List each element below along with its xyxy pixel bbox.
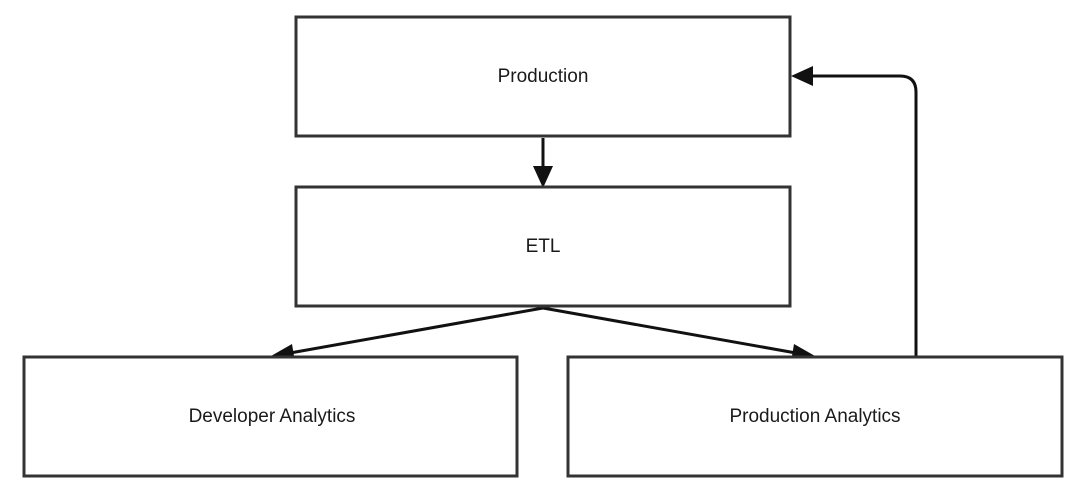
- node-production-analytics-label: Production Analytics: [729, 406, 900, 427]
- node-developer-analytics: Developer Analytics: [22, 355, 519, 478]
- arrowhead-icon: [791, 66, 813, 86]
- node-etl: ETL: [294, 185, 792, 308]
- node-etl-label: ETL: [526, 236, 561, 257]
- edge-etl-to-production-analytics: [542, 306, 815, 362]
- arrowhead-icon: [533, 166, 553, 188]
- node-production: Production: [294, 15, 792, 138]
- edge-etl-to-developer-analytics: [271, 306, 544, 362]
- edge-production-to-etl: [533, 138, 553, 188]
- edge-production-analytics-to-production: [791, 66, 918, 357]
- node-production-analytics: Production Analytics: [566, 355, 1064, 478]
- node-developer-analytics-label: Developer Analytics: [189, 406, 356, 427]
- node-production-label: Production: [498, 66, 589, 87]
